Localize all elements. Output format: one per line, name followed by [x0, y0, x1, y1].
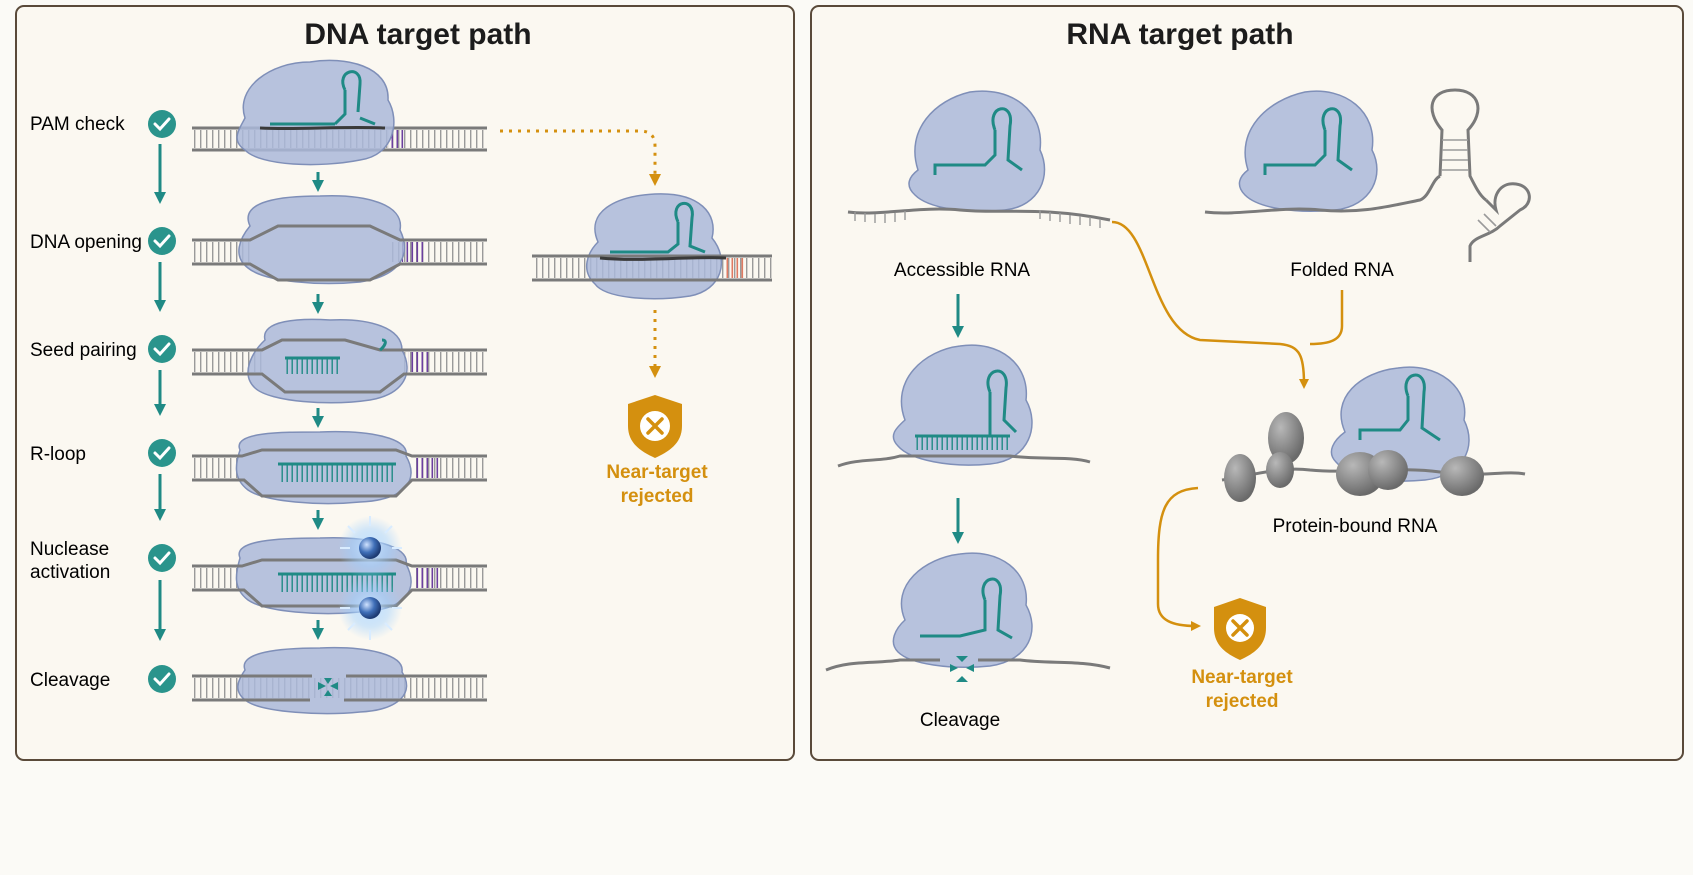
complex-rna-hybridized [837, 344, 1091, 468]
step-label-line2: activation [30, 562, 110, 583]
near-target-branch-arrow [500, 129, 661, 186]
complex-pam-check [192, 59, 487, 166]
near-target-label-line2: rejected [1206, 691, 1279, 712]
step-dna-opening: DNA opening [30, 227, 176, 255]
near-target-label: Near-target [606, 462, 708, 483]
complex-seed-pairing [192, 318, 487, 404]
check-circle-icon [148, 665, 176, 693]
complex-r-loop [192, 430, 487, 505]
step-label: R-loop [30, 444, 86, 465]
check-circle-icon [148, 335, 176, 363]
step-nuclease-activation: Nuclease activation [30, 539, 176, 583]
glowing-nuclease-icon [338, 516, 402, 640]
cut-site-icon [950, 656, 974, 682]
complex-folded-rna [1204, 88, 1531, 262]
step-seed-pairing: Seed pairing [30, 335, 176, 363]
near-target-label: Near-target [1191, 667, 1293, 688]
check-circle-icon [148, 110, 176, 138]
shield-x-icon [1214, 598, 1266, 660]
complex-accessible-rna [847, 90, 1111, 228]
near-target-label-line2: rejected [621, 486, 694, 507]
step-cleavage: Cleavage [30, 665, 176, 693]
step-label: Cleavage [30, 670, 110, 691]
accessible-rna-label: Accessible RNA [894, 260, 1031, 281]
step-r-loop: R-loop [30, 439, 176, 467]
complex-dna-opening [192, 195, 487, 285]
check-circle-icon [148, 227, 176, 255]
dna-panel [15, 5, 795, 761]
rna-panel-title: RNA target path [1066, 18, 1293, 51]
folded-rna-label: Folded RNA [1290, 260, 1394, 281]
step-label: Nuclease [30, 539, 109, 560]
folded-to-bound-arrow [1309, 290, 1344, 346]
protein-bound-rna-label: Protein-bound RNA [1273, 516, 1438, 537]
shield-x-icon [628, 395, 682, 458]
complex-near-target [532, 193, 772, 300]
complex-rna-cleavage [825, 552, 1111, 682]
step-label: Seed pairing [30, 340, 137, 361]
cut-site-icon [318, 678, 338, 696]
check-circle-icon [148, 439, 176, 467]
dna-panel-title: DNA target path [304, 18, 531, 51]
complex-protein-bound-rna [1221, 366, 1526, 502]
complex-nuclease-activation [192, 516, 487, 640]
step-label: DNA opening [30, 232, 142, 253]
step-pam-check: PAM check [30, 110, 176, 138]
complex-cleavage [192, 646, 487, 715]
check-circle-icon [148, 544, 176, 572]
step-label: PAM check [30, 114, 125, 135]
accessible-to-bound-arrow [1111, 220, 1309, 389]
step-list: PAM check DNA opening Seed pairing R-loo… [30, 110, 176, 693]
bound-protein-blobs [1224, 412, 1484, 502]
reject-arrow [1156, 486, 1201, 631]
cleavage-label: Cleavage [920, 710, 1000, 731]
